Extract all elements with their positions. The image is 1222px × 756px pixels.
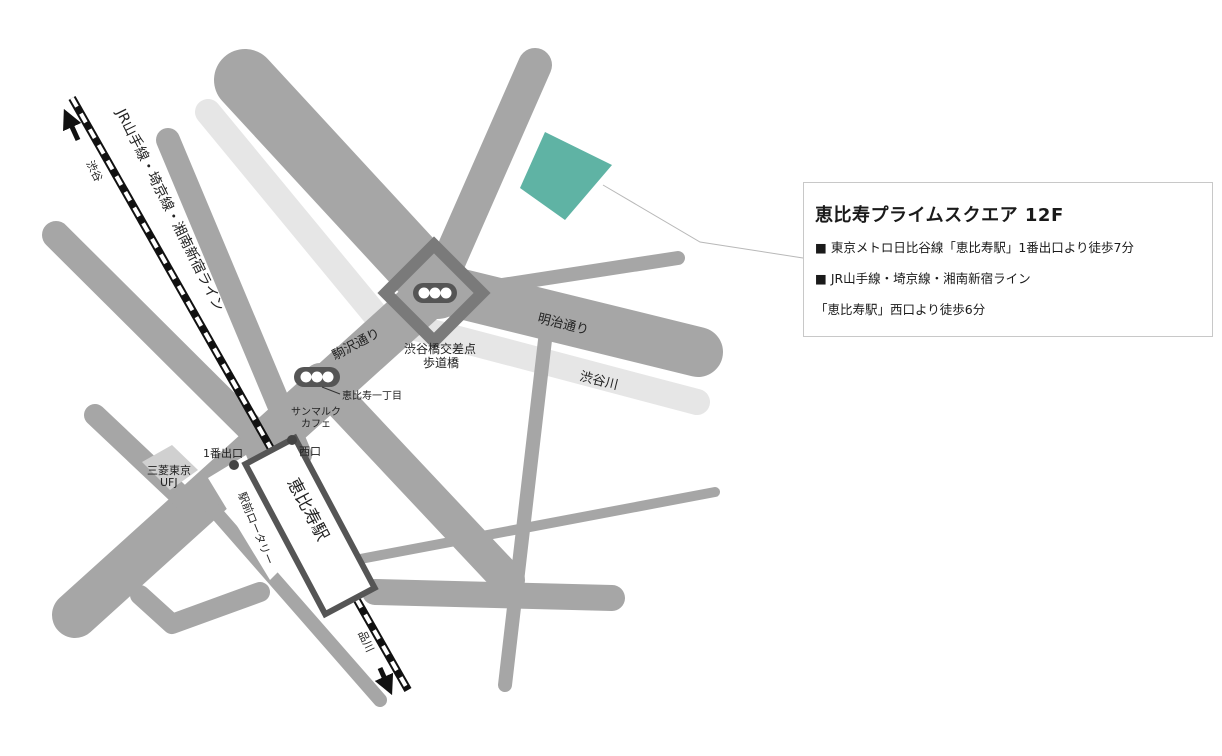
bank-label-line1: 三菱東京: [147, 463, 191, 477]
bank-label-line2: UFJ: [160, 476, 178, 489]
traffic-light-shibuyabashi: [413, 283, 457, 303]
road-lower-left-2: [198, 493, 387, 707]
station-box: [241, 433, 379, 619]
destination-info-box: 恵比寿プライムスクエア 12F ■東京メトロ日比谷線「恵比寿駅」1番出口より徒歩…: [803, 182, 1213, 337]
access-line-jr-detail: 「恵比寿駅」西口より徒歩6分: [815, 302, 986, 317]
ebisu1-leader: [321, 386, 341, 395]
road-east-upper: [463, 251, 685, 297]
traffic-light-ebisu1: [294, 367, 340, 387]
destination-title: 恵比寿プライムスクエア 12F: [815, 205, 1064, 226]
road-lower-diag: [303, 363, 525, 597]
access-line-jr: ■JR山手線・埼京線・湘南新宿ライン: [815, 272, 1212, 286]
road-east-lower: [350, 487, 720, 565]
road-north: [420, 48, 552, 305]
bullet-marker: ■: [815, 240, 827, 255]
ebisu1-label: 恵比寿一丁目: [342, 389, 402, 402]
road-left-vertical: [156, 128, 312, 467]
building-prime-square: [520, 132, 612, 220]
crossing-label-line2: 歩道橋: [423, 355, 459, 370]
crossing-footbridge: [377, 236, 491, 350]
exit1-label: 1番出口: [203, 446, 243, 460]
bullet-marker: ■: [815, 271, 827, 286]
road-upper-left-main: [214, 49, 468, 319]
cafe-label-line1: サンマルク: [291, 406, 341, 418]
access-metro-text: 東京メトロ日比谷線「恵比寿駅」1番出口より徒歩7分: [830, 240, 1134, 255]
north-direction-label: 渋谷: [83, 158, 105, 184]
road-left-diag: [42, 221, 276, 454]
road-south-horizontal: [362, 579, 625, 611]
access-line-metro: ■東京メトロ日比谷線「恵比寿駅」1番出口より徒歩7分: [815, 241, 1212, 255]
rotary-area: [208, 455, 290, 580]
road-lower-left: [130, 582, 270, 634]
arrow-north: [63, 108, 82, 142]
access-jr-text: JR山手線・埼京線・湘南新宿ライン: [830, 271, 1031, 286]
exit1-marker: [229, 460, 239, 470]
road-south-vertical: [498, 333, 552, 692]
callout-line: [602, 184, 804, 259]
west-exit-label: 西口: [299, 445, 321, 458]
crossing-label-line1: 渋谷橋交差点: [404, 341, 476, 356]
cafe-label-line2: カフェ: [301, 418, 331, 430]
arrow-south: [374, 666, 394, 696]
bank-block: [142, 445, 198, 490]
west-exit-marker: [287, 435, 297, 445]
